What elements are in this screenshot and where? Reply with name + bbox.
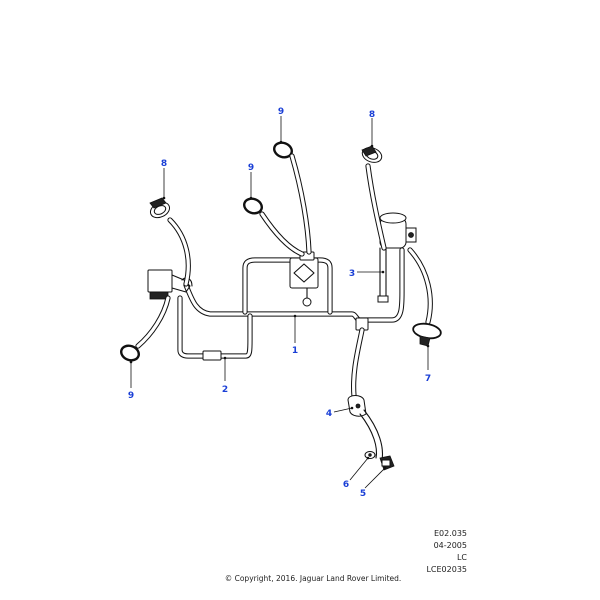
- callout-2: 2: [222, 385, 228, 395]
- nut-6: [364, 451, 376, 459]
- clip-4: [347, 395, 367, 417]
- callout-9-left: 9: [128, 391, 134, 401]
- clip-8-left: [149, 197, 171, 219]
- reference-block: E02.035 04-2005 LC LCE02035: [426, 528, 467, 576]
- copyright-notice: © Copyright, 2016. Jaguar Land Rover Lim…: [224, 574, 402, 583]
- lower-branch-harness: [177, 295, 253, 361]
- reference-date: 04-2005: [433, 541, 467, 550]
- leader-lines: [129, 116, 430, 489]
- bolt-5: [379, 455, 395, 471]
- left-connector-block: [147, 269, 193, 300]
- callout-1: 1: [292, 346, 298, 356]
- center-switch-component: [289, 251, 319, 307]
- reference-illustration-id: LCE02035: [426, 565, 467, 574]
- branch-to-grommet: [351, 327, 365, 399]
- grommet-9-left: [120, 344, 140, 362]
- callout-3: 3: [349, 269, 355, 279]
- reference-code: E02.035: [433, 529, 467, 538]
- grommet-9-top: [273, 141, 293, 159]
- callout-9-mid: 9: [248, 163, 254, 173]
- callout-6: 6: [343, 480, 349, 490]
- callout-8-right: 8: [369, 110, 375, 120]
- callout-7: 7: [425, 374, 431, 384]
- reservoir-component: [377, 212, 417, 303]
- callout-5: 5: [360, 489, 366, 499]
- clip-8-right: [361, 145, 383, 163]
- callout-4: 4: [326, 409, 332, 419]
- main-harness: [183, 247, 405, 323]
- grommet-9-mid: [243, 197, 263, 215]
- reference-market: LC: [456, 553, 467, 562]
- callout-9-top: 9: [278, 107, 284, 117]
- callout-8-left: 8: [161, 159, 167, 169]
- clip-7: [412, 322, 442, 347]
